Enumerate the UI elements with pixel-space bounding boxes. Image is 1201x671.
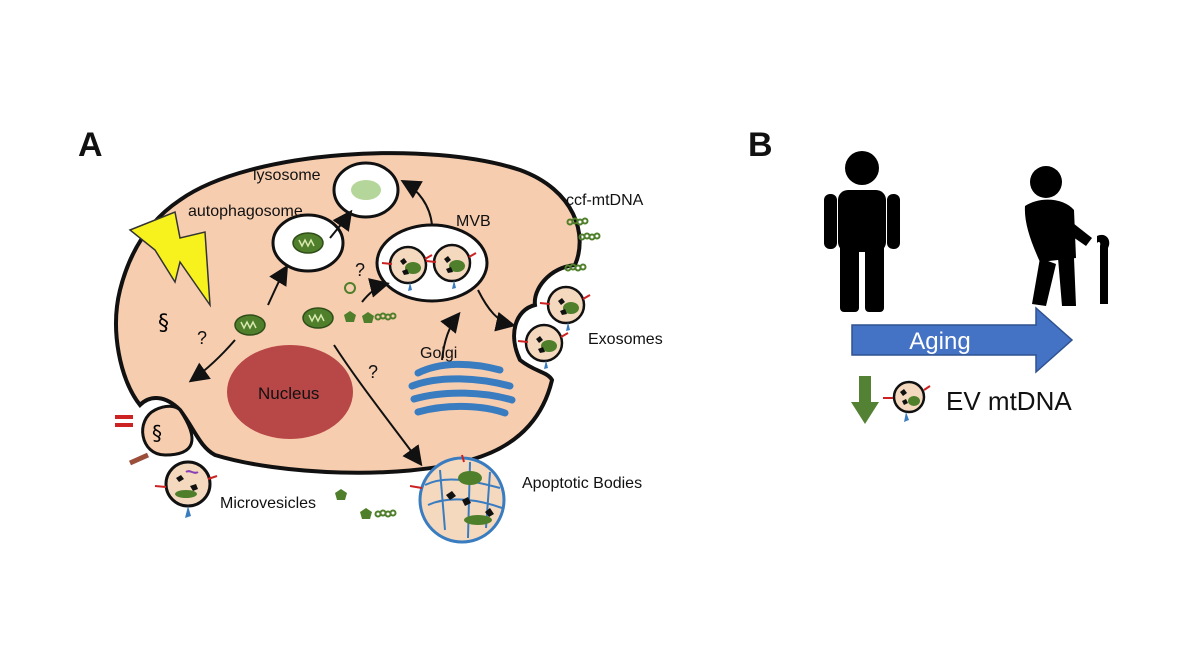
lysosome-label: lysosome [253, 167, 321, 184]
bud-dna-icon: § [152, 421, 162, 445]
lightning-icon [128, 210, 211, 308]
microvesicle [164, 460, 212, 508]
free-mtdna-icon [335, 489, 347, 500]
panel-a: A § Nucleus autophagosome lysosome MVB E… [78, 126, 663, 544]
ccf-mtdna-label: ccf-mtDNA [566, 192, 644, 209]
vesicle-icon [883, 380, 931, 422]
down-arrow-icon [851, 376, 879, 424]
adult-person-icon [824, 151, 900, 312]
bud-stalk-icon [128, 452, 150, 466]
apoptotic-bodies [409, 454, 506, 544]
mtdna-fragment-icon [344, 311, 356, 322]
panel-b-letter: B [748, 126, 773, 164]
budding-vesicle [141, 404, 194, 457]
small-vesicle-icon [344, 282, 356, 294]
mvb-label: MVB [456, 213, 491, 230]
exosomes-label: Exosomes [588, 331, 663, 348]
autophagosome-label: autophagosome [188, 203, 303, 220]
question-mark-2: ? [355, 260, 365, 280]
bud-receptor-icon [115, 415, 133, 419]
microvesicles-label: Microvesicles [220, 495, 316, 512]
nucleus-label: Nucleus [258, 384, 319, 403]
panel-a-letter: A [78, 126, 103, 164]
ev-mtdna-label: EV mtDNA [946, 386, 1072, 416]
pathway-arrows [188, 180, 516, 467]
aging-arrow [851, 306, 1074, 374]
aging-label: Aging [909, 328, 970, 355]
golgi-label: Golgi [420, 345, 457, 362]
nucleus [227, 345, 353, 439]
cytoplasm-dna-icon: § [158, 311, 169, 336]
question-mark-1: ? [197, 328, 207, 348]
apoptotic-bodies-label: Apoptotic Bodies [522, 475, 642, 492]
panel-b: B Aging [748, 126, 1110, 424]
golgi [408, 360, 516, 417]
elderly-person-icon [1024, 166, 1110, 306]
question-mark-3: ? [368, 362, 378, 382]
